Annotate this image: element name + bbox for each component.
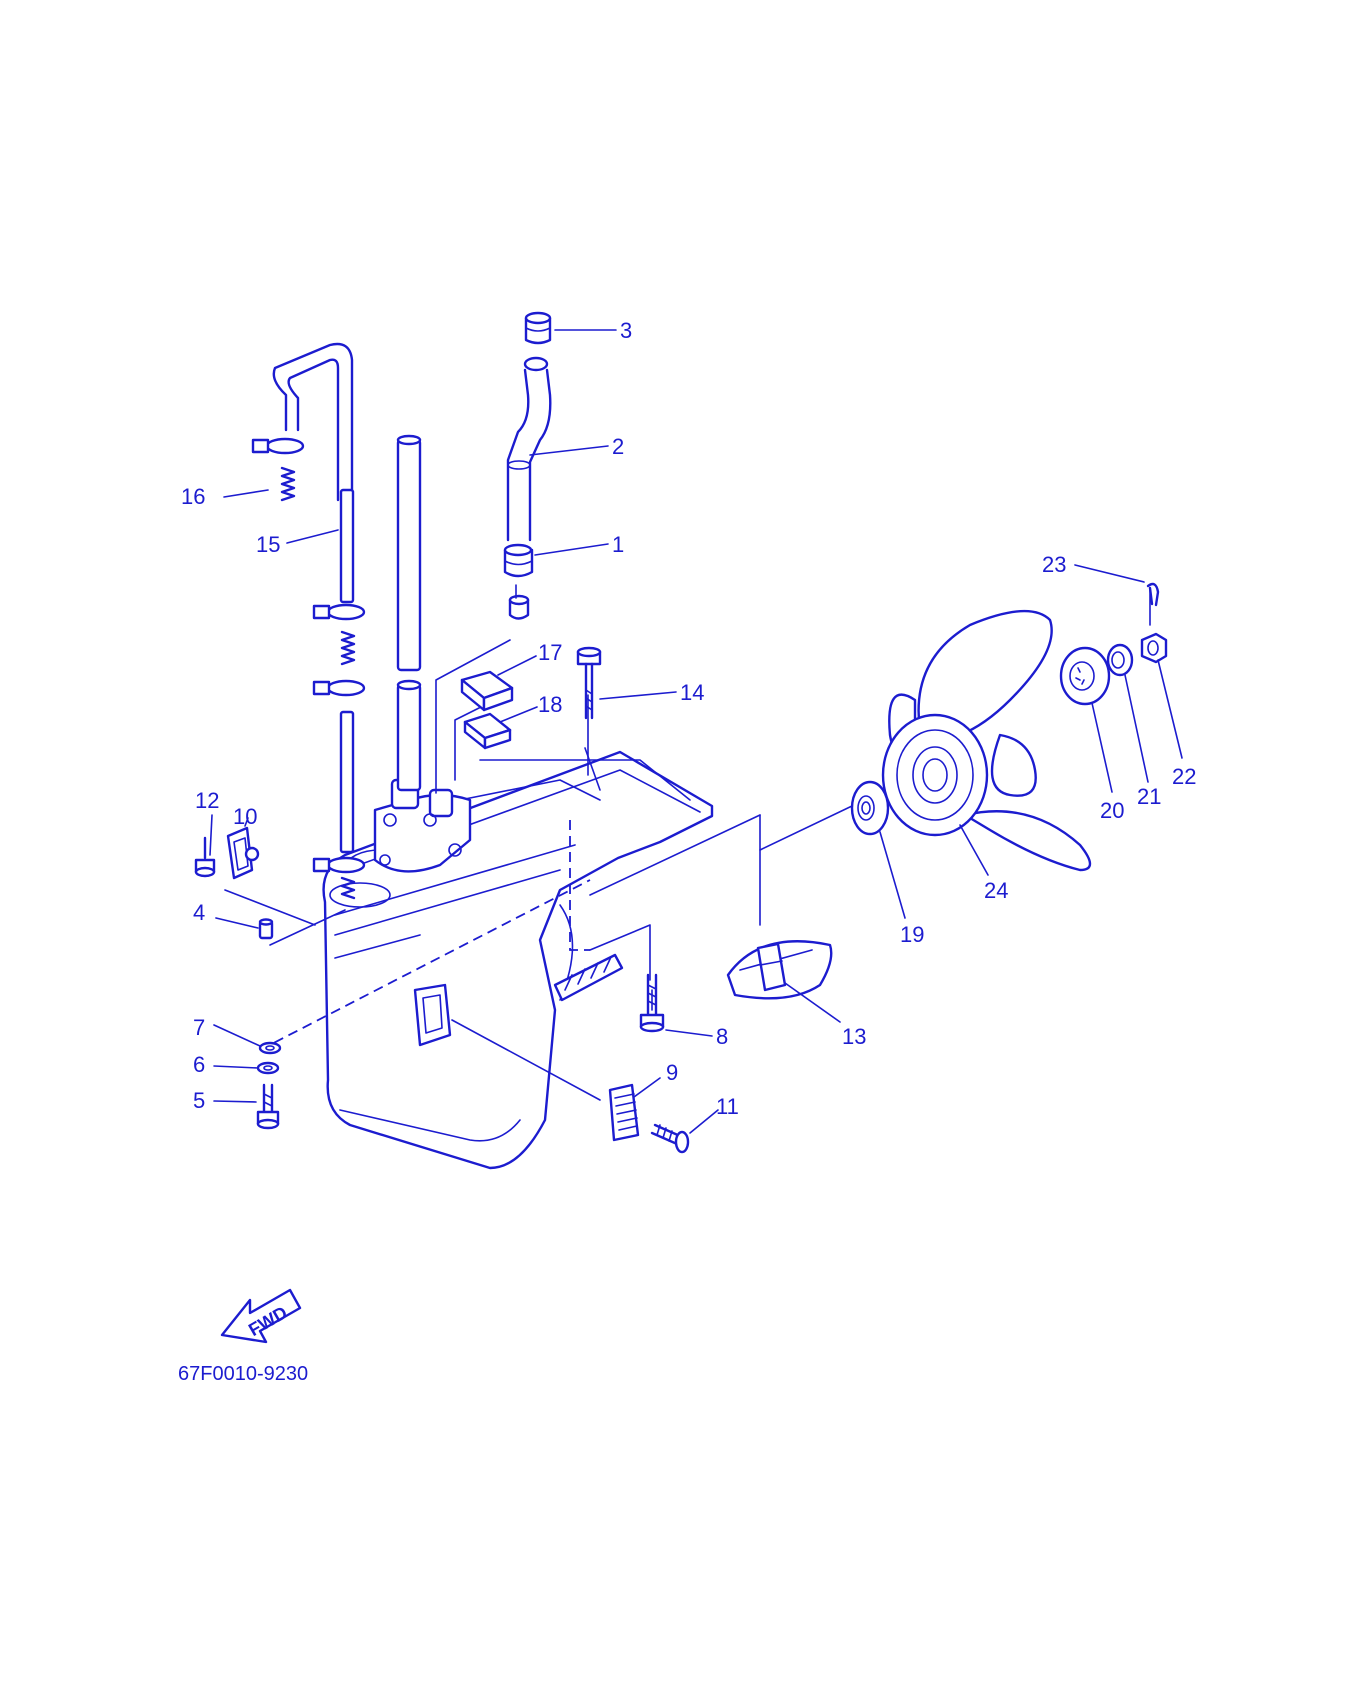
spring: [280, 466, 356, 900]
callout-15: 15: [256, 532, 280, 557]
callout-12: 12: [195, 788, 219, 813]
trim-tab: [726, 940, 833, 1000]
callout-23: 23: [1042, 552, 1066, 577]
callout-21: 21: [1137, 784, 1161, 809]
bolt: [256, 1083, 280, 1130]
dowel-pin: [258, 918, 274, 940]
anode: [226, 826, 260, 880]
callout-11: 11: [716, 1094, 739, 1119]
cap: [524, 311, 552, 345]
screw: [650, 1123, 690, 1154]
callout-8: 8: [716, 1024, 728, 1049]
bolt: [194, 836, 216, 878]
water-tube: [506, 356, 552, 542]
callout-labels: 1 2 3 4 5 6 7 8 9 10 11 12 13 14 15 16 1…: [181, 318, 1196, 1119]
drive-shaft: [396, 434, 422, 792]
cotter-pin: [1146, 582, 1160, 607]
callout-24: 24: [984, 878, 1008, 903]
clamp: [251, 437, 366, 874]
spacer: [1059, 646, 1111, 706]
callout-4: 4: [193, 900, 205, 925]
fitting: [508, 584, 530, 620]
callout-3: 3: [620, 318, 632, 343]
bolt: [576, 646, 602, 720]
callout-20: 20: [1100, 798, 1124, 823]
callout-10: 10: [233, 804, 257, 829]
callout-9: 9: [666, 1060, 678, 1085]
callout-18: 18: [538, 692, 562, 717]
washer: [1106, 643, 1134, 677]
callout-2: 2: [612, 434, 624, 459]
callout-19: 19: [900, 922, 924, 947]
grommet: [503, 543, 534, 578]
forward-arrow-icon: FWD: [220, 1288, 302, 1344]
callout-16: 16: [181, 484, 205, 509]
anode: [608, 1083, 640, 1142]
leader-lines: [209, 329, 1183, 1134]
callout-6: 6: [193, 1052, 205, 1077]
callout-7: 7: [193, 1015, 205, 1040]
callout-1: 1: [612, 532, 624, 557]
propeller: [881, 610, 1092, 872]
callout-5: 5: [193, 1088, 205, 1113]
bolt: [639, 973, 665, 1033]
hose: [272, 342, 355, 854]
seal: [463, 712, 512, 750]
propeller-nut: [1140, 632, 1168, 664]
lower-casing: [322, 747, 714, 1170]
part-code: 67F0010-9230: [178, 1363, 308, 1385]
washer: [258, 1041, 282, 1055]
cover: [460, 670, 514, 712]
callout-22: 22: [1172, 764, 1196, 789]
callout-14: 14: [680, 680, 704, 705]
lock-washer: [256, 1061, 280, 1075]
thrust-washer: [850, 780, 890, 836]
callout-17: 17: [538, 640, 562, 665]
callout-13: 13: [842, 1024, 866, 1049]
